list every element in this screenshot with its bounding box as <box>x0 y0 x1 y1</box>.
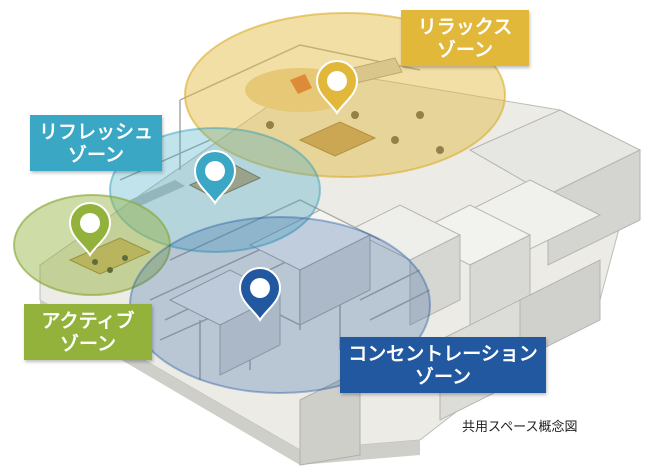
relax-location-pin-icon <box>315 60 359 115</box>
floor-slab-shade <box>40 300 420 465</box>
active-location-pin-icon <box>68 202 112 257</box>
active-area-equipment <box>68 237 152 275</box>
refresh-zone-label-line2: ゾーン <box>67 144 125 166</box>
concentration-zone-label: コンセントレーション ゾーン <box>340 337 546 393</box>
diagram-caption: 共用スペース概念図 <box>462 420 578 435</box>
active-zone-label: アクティブ ゾーン <box>24 304 152 360</box>
relax-zone-label: リラックス ゾーン <box>401 10 529 66</box>
relax-zone-label-line1: リラックス <box>417 16 513 38</box>
refresh-zone-label-line1: リフレッシュ <box>38 121 153 143</box>
refresh-location-pin-icon <box>193 150 237 205</box>
concentration-zone-label-line1: コンセントレーション <box>348 343 538 365</box>
refresh-zone-label: リフレッシュ ゾーン <box>30 115 162 171</box>
active-zone-label-line1: アクティブ <box>41 310 135 332</box>
relax-zone-label-line2: ゾーン <box>436 39 494 61</box>
concentration-zone-label-line2: ゾーン <box>414 366 472 388</box>
concentration-location-pin-icon <box>238 267 282 322</box>
active-zone-label-line2: ゾーン <box>59 333 117 355</box>
